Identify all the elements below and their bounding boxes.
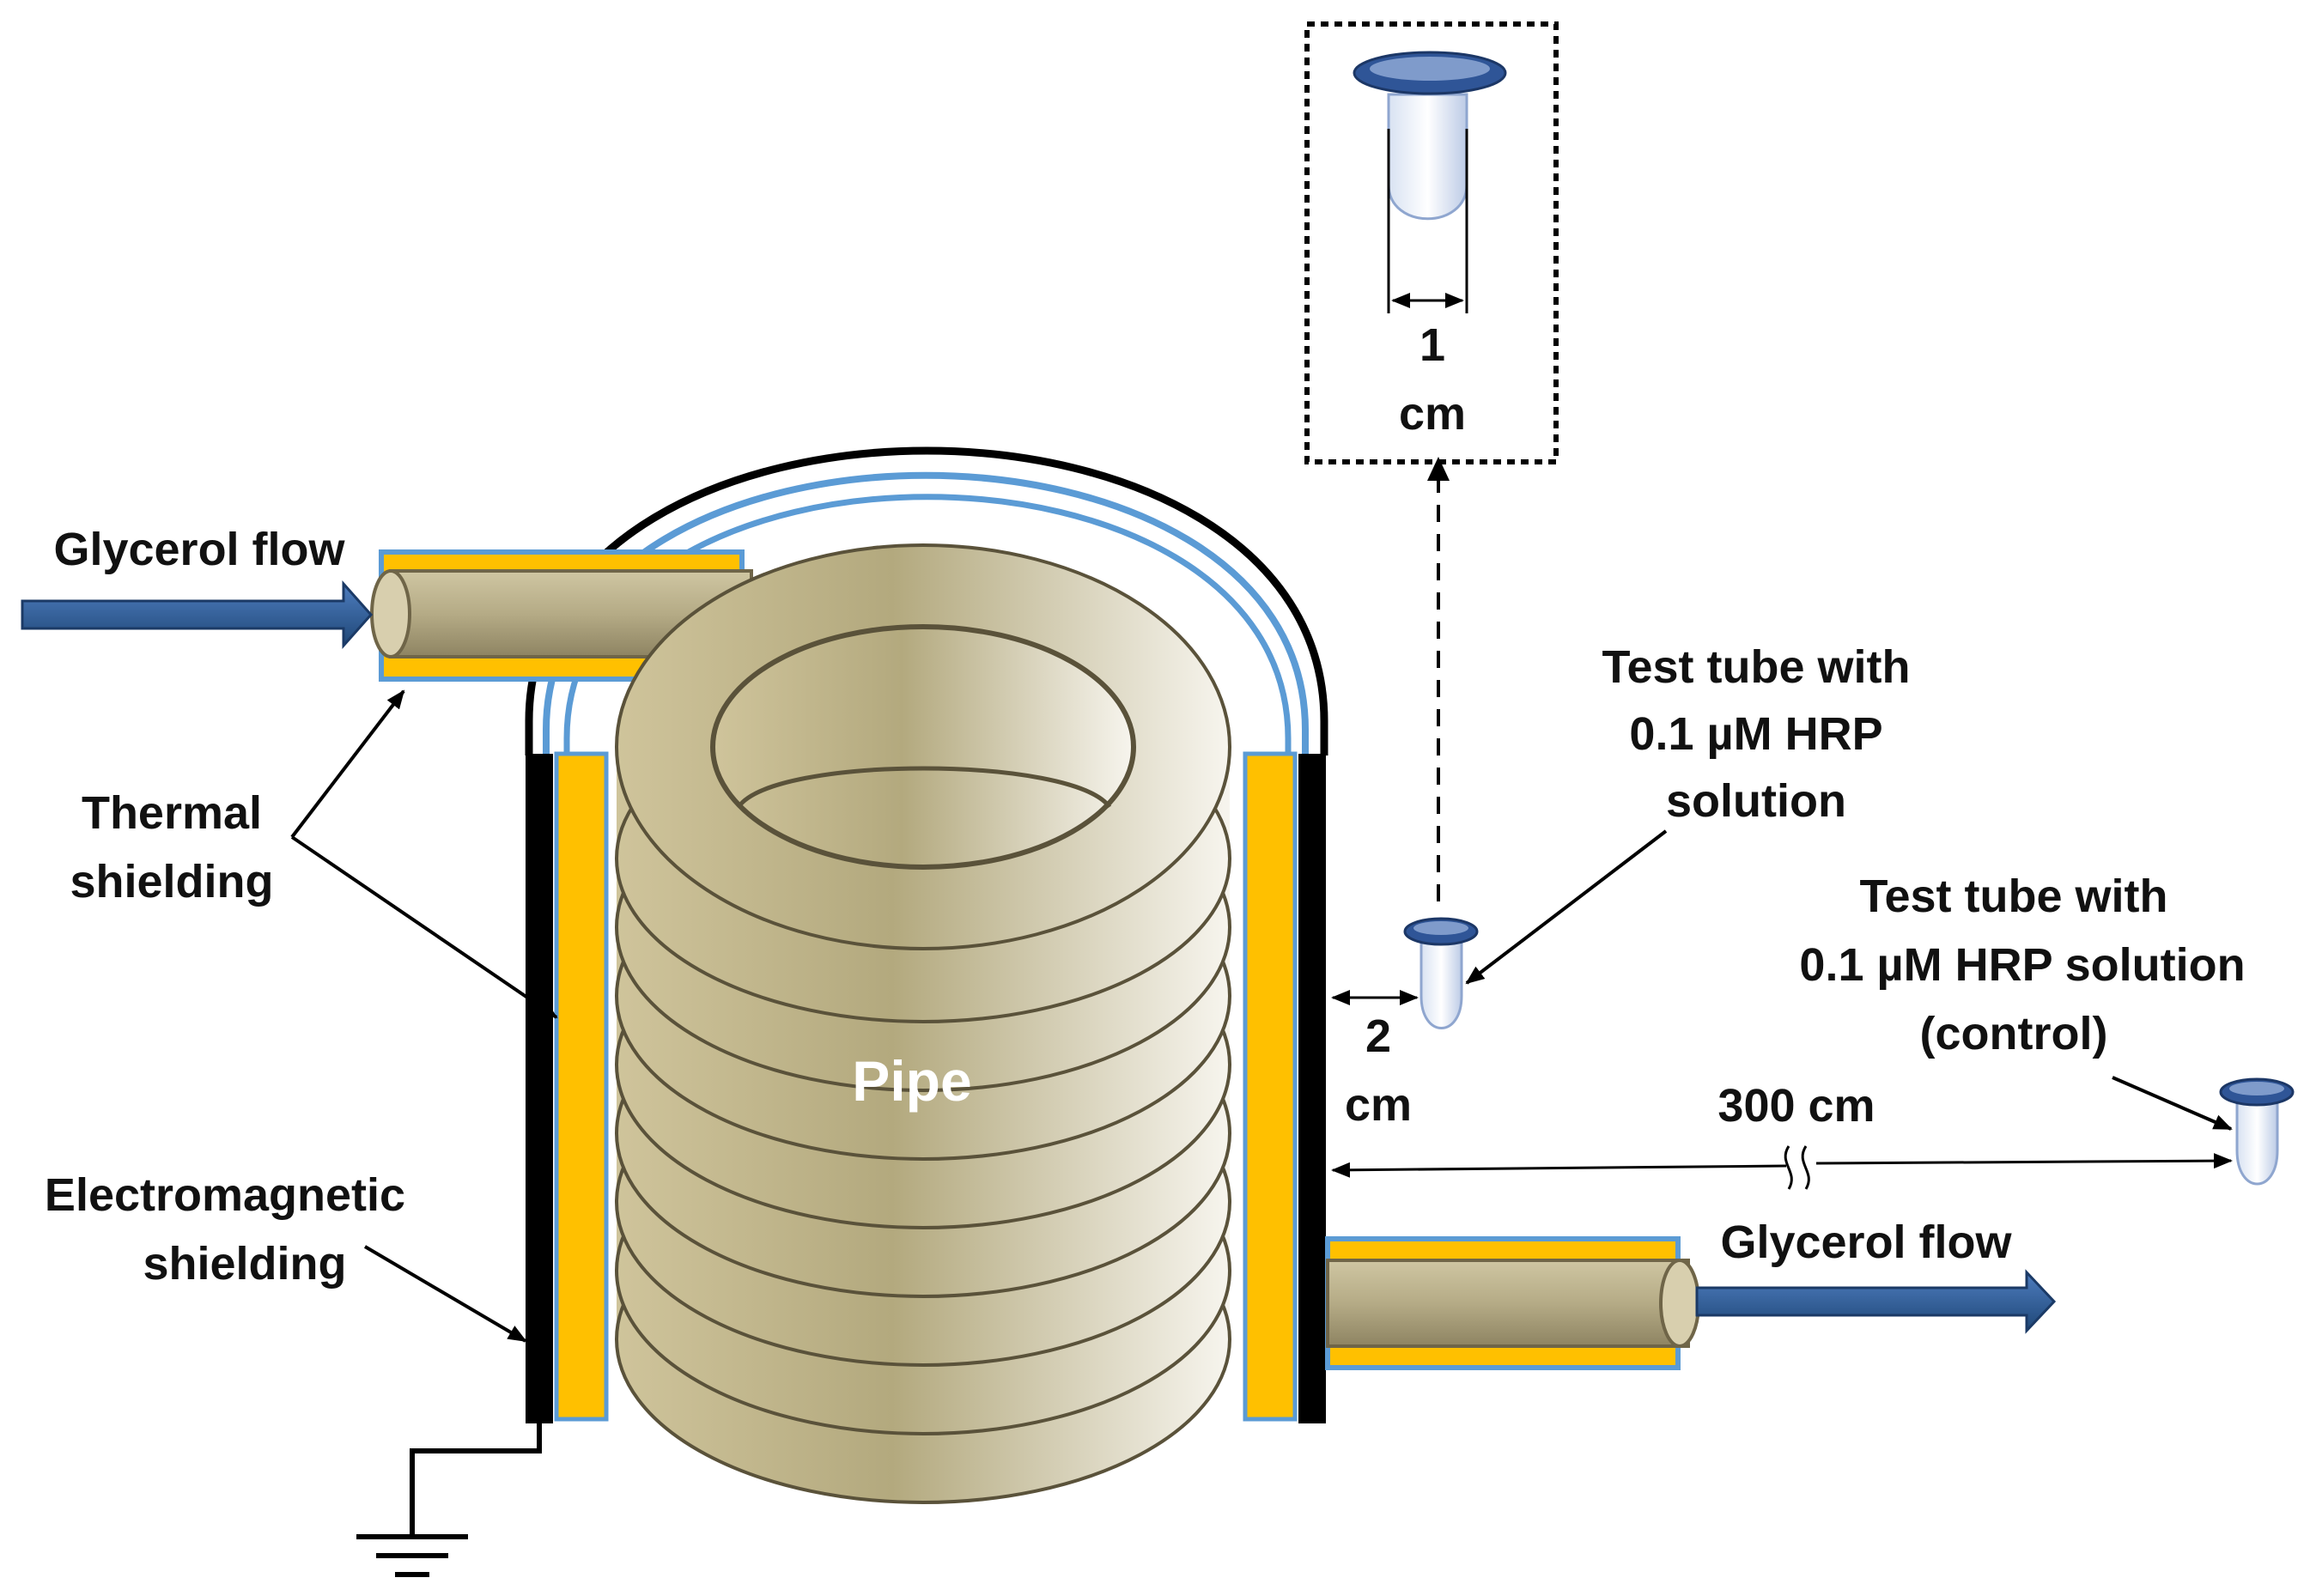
scale-value: 1 [1419, 319, 1445, 371]
test-tube-label-line1: Test tube with [1602, 641, 1911, 693]
thermal-shielding-label-line1: Thermal [82, 787, 262, 839]
outlet-flow-arrow [1695, 1269, 2057, 1334]
thermal-shielding-leaders [290, 689, 558, 1019]
coil [615, 543, 1231, 1504]
em-shielding-label-line1: Electromagnetic [45, 1169, 405, 1221]
test-tube-label-line2: 0.1 µM HRP [1629, 708, 1882, 760]
distance-2cm-unit: cm [1345, 1079, 1412, 1131]
test-tube-icon [1403, 917, 1479, 1029]
scale-bar [1387, 129, 1468, 313]
left-em-shield [526, 754, 553, 1423]
right-thermal-shield [1243, 751, 1298, 1422]
outlet-pipe [1326, 1259, 1700, 1348]
glycerol-in-label: Glycerol flow [53, 524, 345, 575]
distance-300cm-dimension [1331, 1145, 2233, 1190]
control-test-tube-icon [2219, 1077, 2295, 1186]
control-tube-leader [2112, 1076, 2233, 1131]
pipe-label: Pipe [852, 1049, 971, 1113]
thermal-shielding-label-line2: shielding [70, 856, 273, 907]
control-tube-label-line3: (control) [1920, 1008, 2108, 1059]
em-shielding-leader [363, 1245, 527, 1343]
left-thermal-shield [554, 751, 609, 1422]
test-tube-label-line3: solution [1666, 775, 1846, 827]
tube-inset-box [1304, 21, 1559, 464]
glycerol-out-label: Glycerol flow [1720, 1217, 2012, 1268]
distance-300cm-value: 300 cm [1717, 1080, 1875, 1132]
distance-2cm-value: 2 [1365, 1010, 1391, 1062]
right-em-shield [1298, 754, 1326, 1423]
inset-leader [1427, 457, 1450, 901]
test-tube-leader [1465, 829, 1668, 985]
control-tube-label-line1: Test tube with [1860, 871, 2168, 922]
em-shielding-label-line2: shielding [143, 1238, 346, 1290]
scale-unit: cm [1399, 388, 1466, 440]
control-tube-label-line2: 0.1 µM HRP solution [1799, 939, 2245, 991]
inlet-flow-arrow [21, 580, 374, 649]
inset-test-tube-icon [1353, 51, 1507, 221]
ground-icon [356, 1423, 542, 1577]
